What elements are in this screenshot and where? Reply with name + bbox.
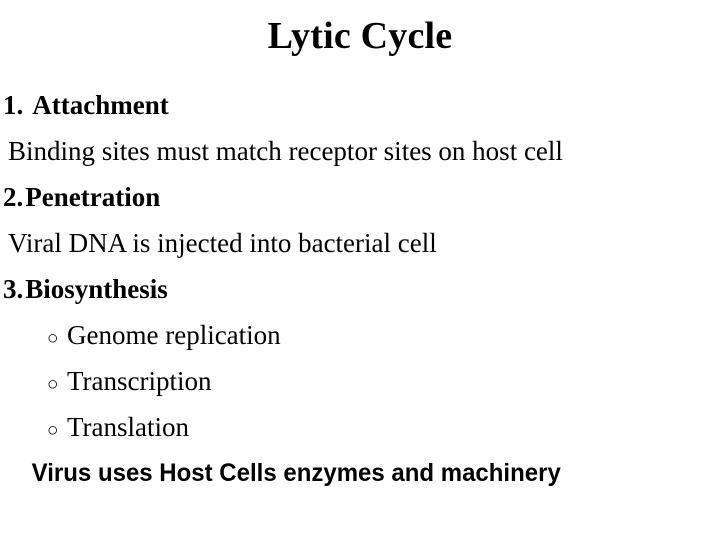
step-1-number: 1. — [3, 90, 24, 120]
hollow-circle-bullet-icon: ○ — [47, 328, 59, 349]
list-item-step-2: 2.Penetration — [0, 174, 720, 220]
step-2-label: Penetration — [25, 182, 161, 212]
bullet-label-translation: Translation — [67, 412, 190, 442]
step-3-number: 3. — [3, 274, 24, 304]
step-2-number: 2. — [3, 182, 24, 212]
summary-statement: Virus uses Host Cells enzymes and machin… — [31, 459, 561, 487]
bullet-label-transcription: Transcription — [67, 366, 212, 396]
hollow-circle-bullet-icon: ○ — [47, 374, 59, 395]
detail-attachment: Binding sites must match receptor sites … — [8, 136, 563, 166]
hollow-circle-bullet-icon: ○ — [47, 420, 59, 441]
list-item-transcription: ○ Transcription — [0, 358, 720, 404]
bullet-label-genome-replication: Genome replication — [67, 320, 281, 350]
detail-penetration: Viral DNA is injected into bacterial cel… — [8, 228, 437, 258]
step-3-label: Biosynthesis — [25, 274, 168, 304]
list-item-step-3: 3.Biosynthesis — [0, 266, 720, 312]
step-1-label: Attachment — [32, 90, 169, 120]
page-title: Lytic Cycle — [267, 15, 453, 57]
list-item-translation: ○ Translation — [0, 404, 720, 450]
list-item-genome-replication: ○ Genome replication — [0, 312, 720, 358]
list-item-step-1: 1. Attachment — [0, 82, 720, 128]
slide-body: 1. Attachment Binding sites must match re… — [0, 82, 720, 496]
